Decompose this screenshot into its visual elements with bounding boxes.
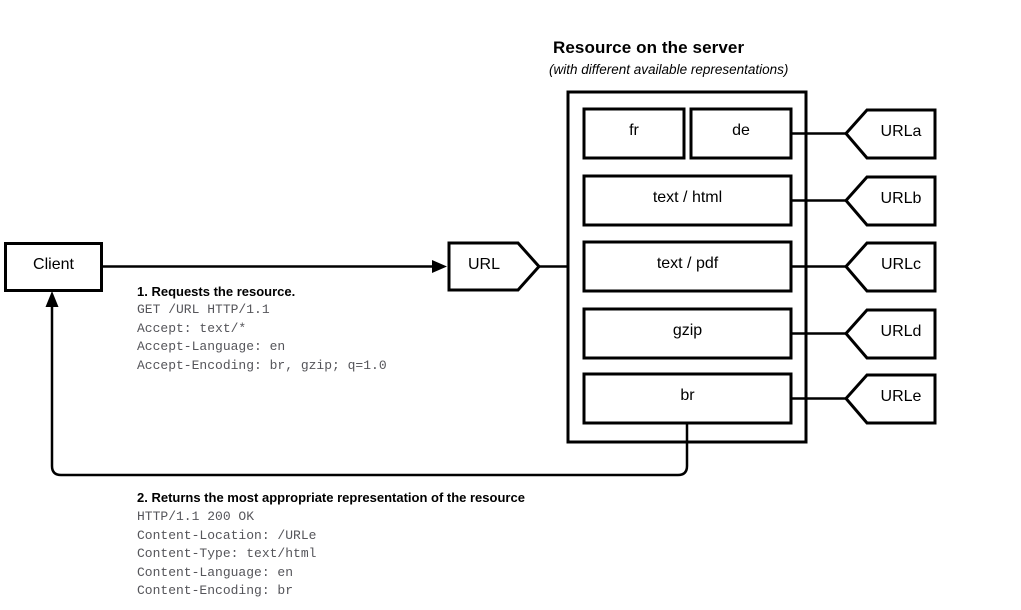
url-tag-shape-urle	[844, 373, 937, 425]
client-box	[4, 242, 103, 292]
representation-box-de	[689, 107, 793, 160]
url-tag-label-urla: URLa	[880, 123, 922, 140]
representation-box-text-pdf	[582, 240, 793, 293]
url-tag-shape-urld	[844, 308, 937, 360]
representation-label-fr: fr	[629, 122, 639, 139]
request-heading: 1. Requests the resource.	[137, 284, 296, 299]
url-tag-shape-urlb	[844, 175, 937, 227]
representation-box-br	[582, 372, 793, 425]
representation-label-text-pdf: text / pdf	[656, 255, 719, 272]
representation-label-gzip: gzip	[672, 322, 703, 339]
representation-label-de: de	[732, 122, 750, 139]
url-node-shape	[447, 241, 542, 292]
representation-box-text-html	[582, 174, 793, 227]
representation-label-text-html: text / html	[652, 189, 723, 206]
response-lines: HTTP/1.1 200 OK Content-Location: /URLe …	[137, 509, 317, 599]
url-node-label: URL	[467, 256, 500, 273]
representation-box-fr	[582, 107, 686, 160]
page-title: Resource on the server	[553, 38, 745, 57]
request-lines: GET /URL HTTP/1.1 Accept: text/* Accept-…	[137, 302, 387, 373]
page-subtitle: (with different available representation…	[549, 62, 789, 77]
representation-label-br: br	[680, 387, 695, 404]
url-tag-label-urle: URLe	[880, 388, 922, 405]
url-tag-label-urlc: URLc	[880, 256, 921, 273]
representation-box-gzip	[582, 307, 793, 360]
url-tag-shape-urlc	[844, 241, 937, 293]
url-tag-label-urlb: URLb	[880, 190, 922, 207]
url-tag-shape-urla	[844, 108, 937, 160]
request-arrow-head	[432, 260, 447, 273]
url-tag-label-urld: URLd	[880, 323, 922, 340]
client-label: Client	[33, 256, 74, 273]
response-arrow-path	[50, 300, 689, 477]
response-arrow-head	[45, 291, 59, 307]
response-heading: 2. Returns the most appropriate represen…	[137, 490, 525, 505]
